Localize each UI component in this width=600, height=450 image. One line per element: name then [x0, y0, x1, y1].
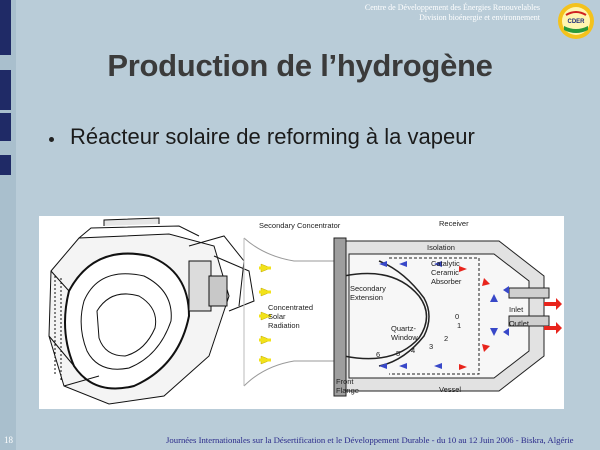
label-zone-4: 4: [411, 346, 415, 355]
label-flange: Flange: [336, 386, 359, 395]
label-absorber: Absorber: [431, 277, 462, 286]
label-zone-6: 6: [376, 350, 380, 359]
label-zone-0: 0: [455, 312, 459, 321]
label-zone-2: 2: [444, 334, 448, 343]
label-catalytic: Catalytic: [431, 259, 460, 268]
nav-tab: [0, 0, 11, 55]
flow-arrows-blue: [379, 261, 509, 369]
footer-text: Journées Internationales sur la Désertif…: [166, 435, 574, 445]
slide-title: Production de l’hydrogène: [107, 48, 493, 83]
flow-arrows-red: [459, 266, 562, 370]
slide-number: 18: [4, 435, 13, 445]
bullet-text: Réacteur solaire de reforming à la vapeu…: [70, 124, 475, 149]
solar-arrows-yellow: [259, 263, 272, 365]
label-isolation: Isolation: [427, 243, 455, 252]
cder-logo: CDER: [558, 3, 594, 39]
label-zone-3: 3: [429, 342, 433, 351]
organization-name: Centre de Développement des Énergies Ren…: [364, 3, 540, 12]
nav-tab: [0, 113, 11, 141]
label-concentrated: Concentrated: [268, 303, 313, 312]
figure-labels: Secondary Concentrator Receiver Isolatio…: [259, 219, 530, 395]
label-ceramic: Ceramic: [431, 268, 459, 277]
bullet-dot: [49, 137, 54, 142]
concentrator-cone: [243, 237, 344, 387]
label-outlet: Outlet: [509, 319, 530, 328]
logo-text: CDER: [567, 19, 585, 25]
label-extension: Extension: [350, 293, 383, 302]
nav-tab: [0, 155, 11, 175]
reactor-figure: Secondary Concentrator Receiver Isolatio…: [39, 216, 564, 409]
division-name: Division bioénergie et environnement: [419, 13, 540, 22]
label-vessel: Vessel: [439, 385, 461, 394]
label-front: Front: [336, 377, 354, 386]
label-solar: Solar: [268, 312, 286, 321]
label-quartz: Quartz-: [391, 324, 417, 333]
organization-header: Centre de Développement des Énergies Ren…: [365, 3, 540, 23]
label-window: Window: [391, 333, 418, 342]
label-zone-1: 1: [457, 321, 461, 330]
label-inlet: Inlet: [509, 305, 524, 314]
label-secondary-concentrator: Secondary Concentrator: [259, 221, 341, 230]
reactor-3d-cutaway: [48, 217, 255, 405]
label-zone-5: 5: [396, 349, 400, 358]
nav-tab: [0, 70, 11, 110]
label-secondary: Secondary: [350, 284, 386, 293]
left-strip: [0, 0, 16, 450]
label-receiver: Receiver: [439, 219, 469, 228]
label-radiation: Radiation: [268, 321, 300, 330]
